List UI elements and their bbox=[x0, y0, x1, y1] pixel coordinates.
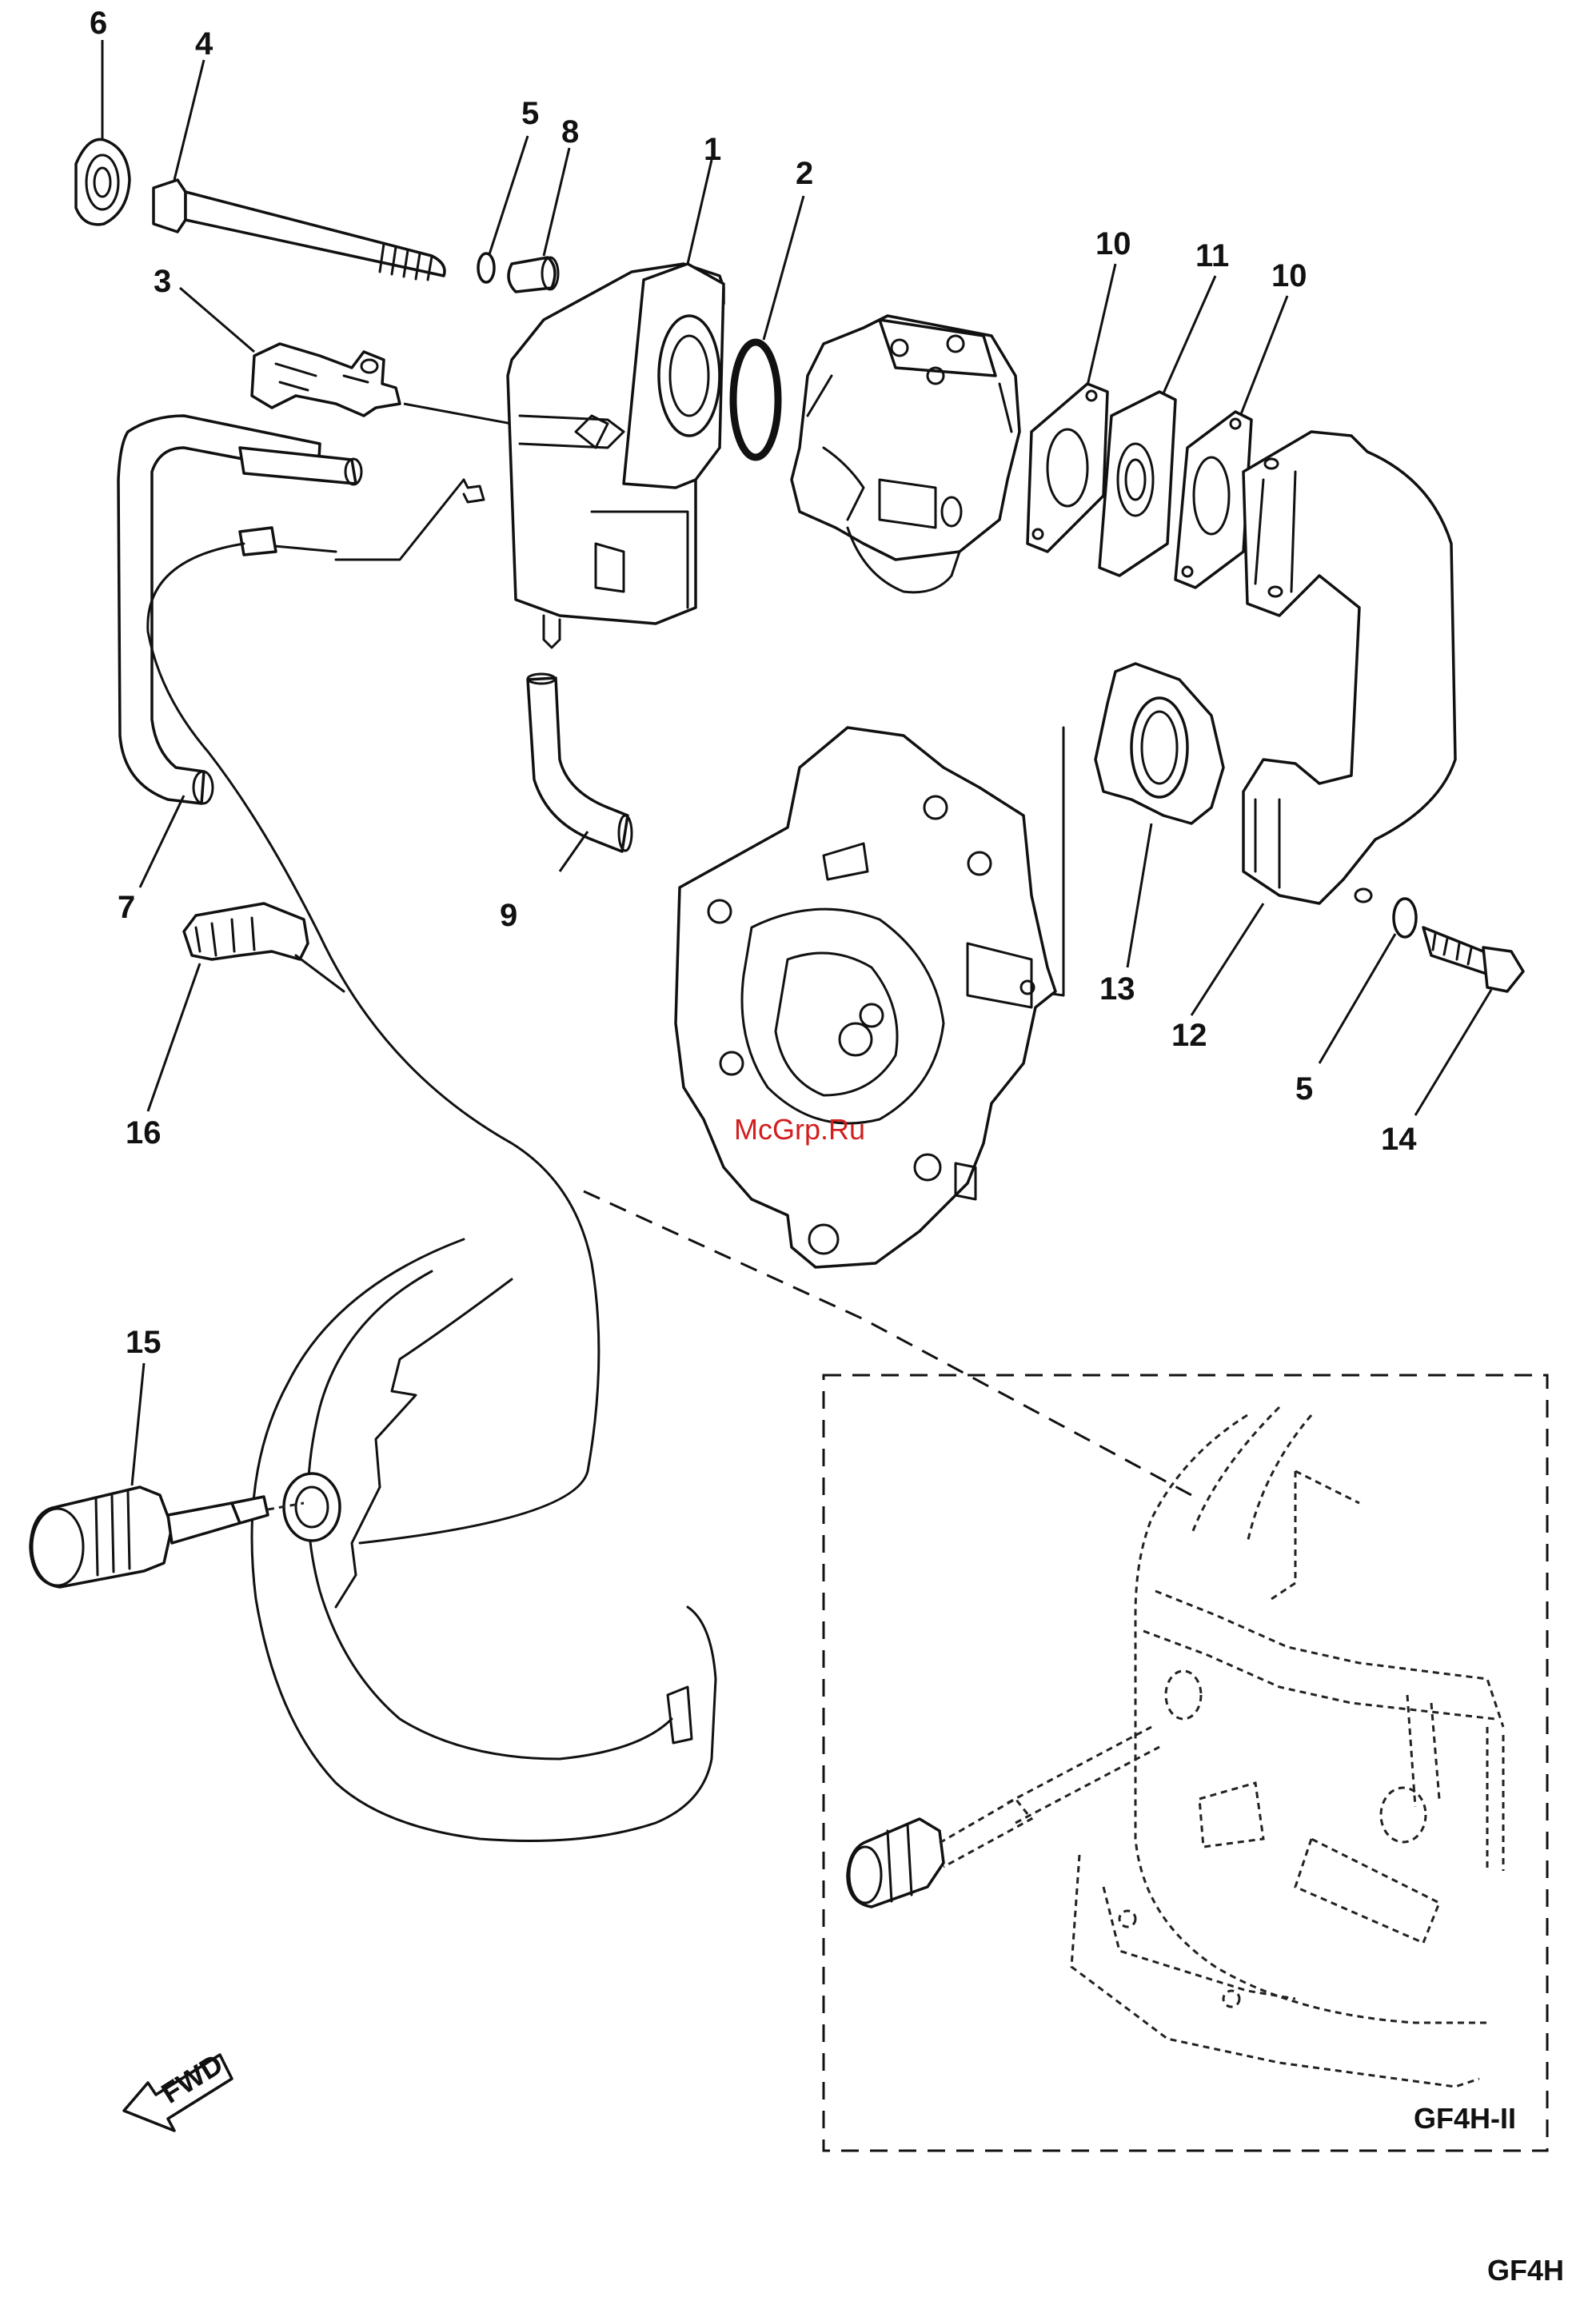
callout-13: 13 bbox=[1099, 971, 1135, 1007]
callout-16: 16 bbox=[126, 1115, 162, 1150]
part-14-bolt bbox=[1415, 927, 1523, 1115]
watermark-text: McGrp.Ru bbox=[734, 1113, 865, 1146]
part-1-fuel-pump bbox=[508, 160, 724, 648]
callout-11: 11 bbox=[1195, 238, 1229, 273]
callout-8: 8 bbox=[561, 114, 579, 150]
callout-15: 15 bbox=[126, 1325, 162, 1360]
part-13-gasket bbox=[1035, 664, 1223, 995]
inset-model-label: GF4H-II bbox=[1414, 2102, 1516, 2135]
callout-10-left: 10 bbox=[1095, 226, 1131, 261]
callout-14: 14 bbox=[1381, 1122, 1417, 1157]
primer-line-routing bbox=[148, 480, 599, 1543]
part-6-grommet bbox=[76, 40, 130, 225]
callout-1: 1 bbox=[704, 132, 721, 167]
part-5-washer-right bbox=[1319, 899, 1416, 1063]
part-15-primer-knob bbox=[30, 1363, 304, 1587]
callout-9: 9 bbox=[500, 898, 517, 933]
engine-block bbox=[676, 728, 1055, 1267]
page-model-label: GF4H bbox=[1487, 2254, 1564, 2287]
callout-5-right: 5 bbox=[1295, 1071, 1313, 1107]
callout-6: 6 bbox=[90, 6, 107, 41]
callout-2: 2 bbox=[796, 156, 813, 191]
fwd-arrow-icon: FWD bbox=[124, 2048, 232, 2131]
part-10-gasket-a bbox=[1027, 264, 1115, 552]
callout-12: 12 bbox=[1171, 1018, 1207, 1053]
callout-5-top: 5 bbox=[521, 96, 539, 131]
callout-3: 3 bbox=[154, 264, 171, 299]
carburetor bbox=[792, 316, 1019, 592]
part-5-washer-top bbox=[478, 136, 528, 282]
part-2-o-ring bbox=[733, 196, 804, 457]
lower-cowling bbox=[252, 1239, 716, 1841]
part-16-clip bbox=[148, 903, 344, 1111]
part-3-clamp bbox=[180, 288, 512, 424]
part-9-hose bbox=[528, 674, 632, 871]
part-4-bolt bbox=[154, 60, 445, 280]
part-7-fuel-hose bbox=[118, 416, 361, 887]
callout-4: 4 bbox=[195, 26, 213, 62]
callout-7: 7 bbox=[118, 890, 135, 925]
callout-10-right: 10 bbox=[1271, 258, 1307, 293]
